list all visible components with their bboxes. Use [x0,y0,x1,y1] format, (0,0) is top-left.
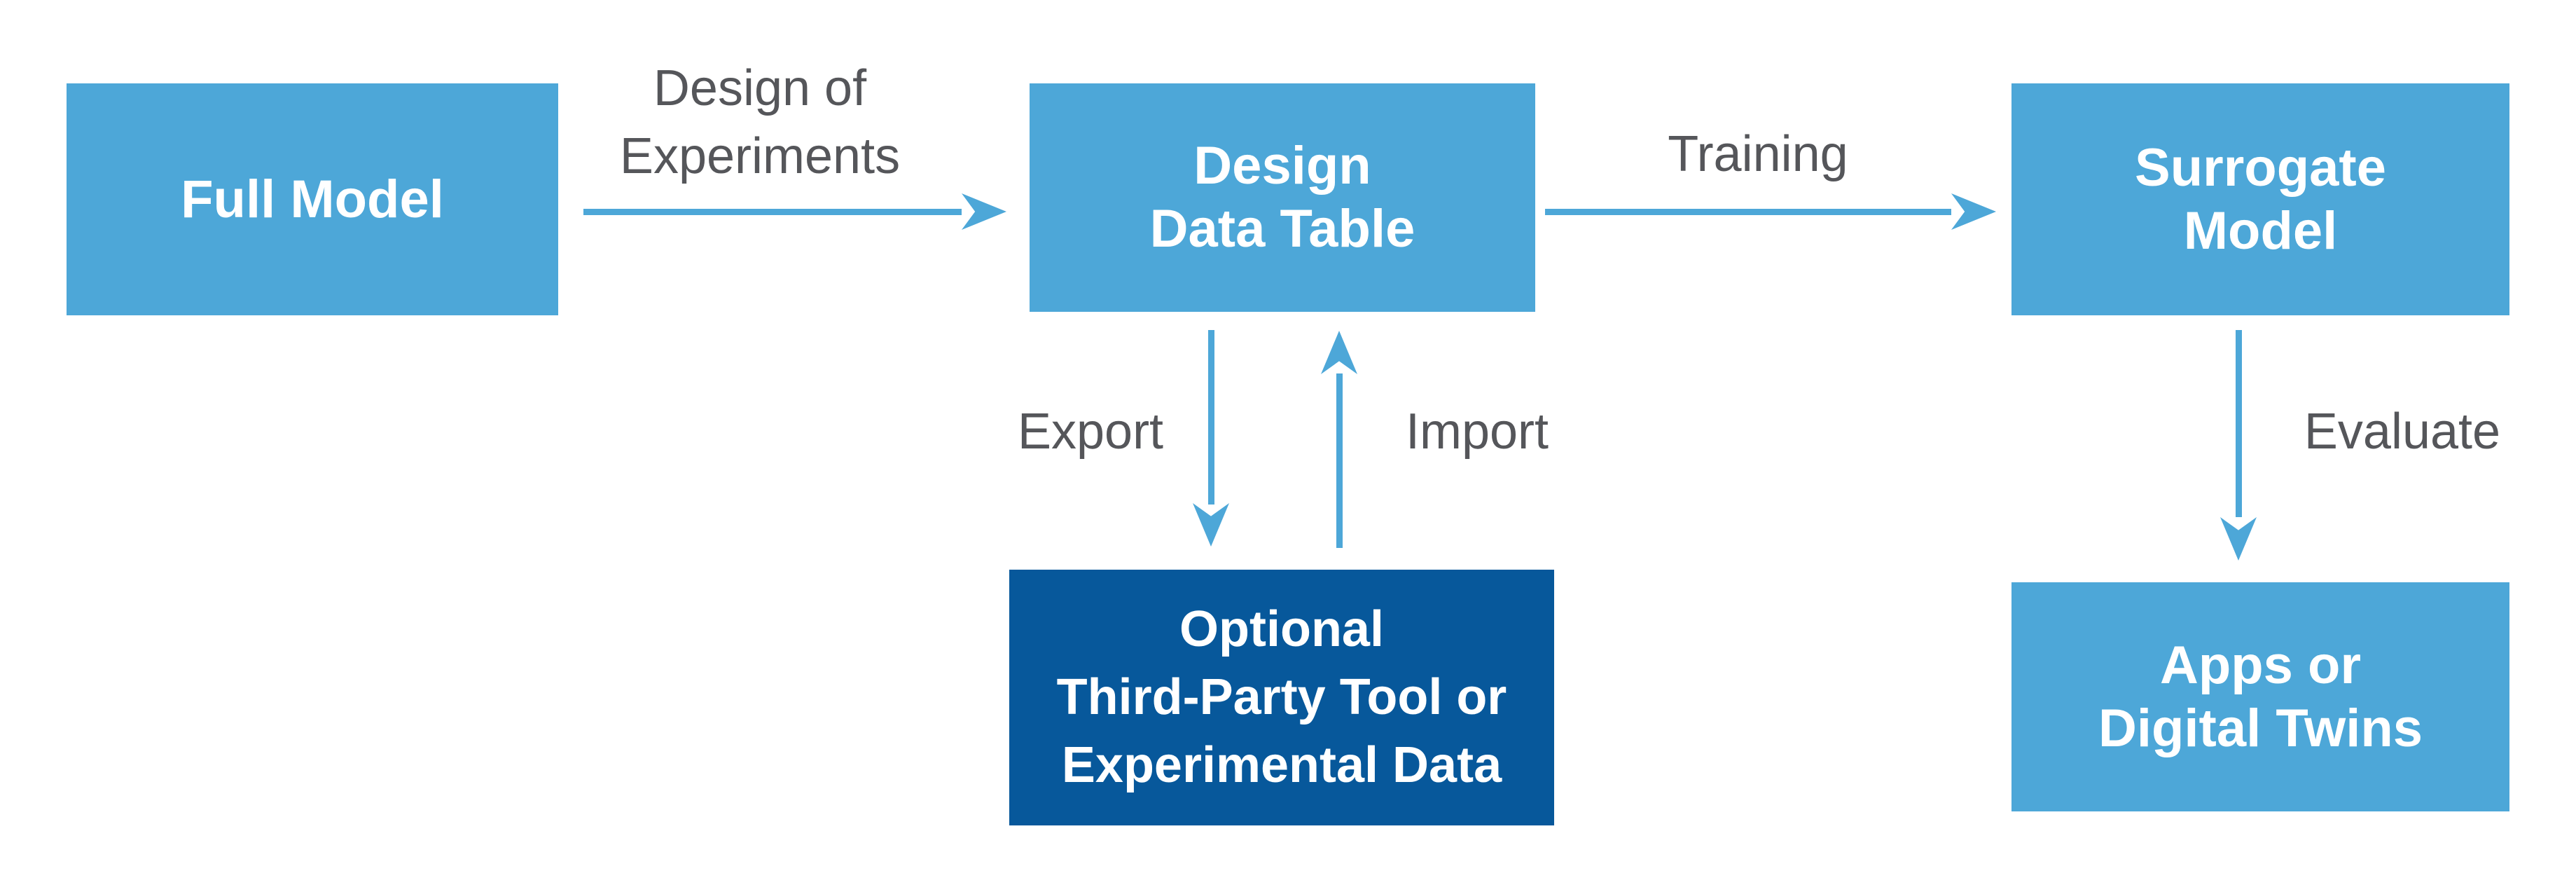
design-of-experiments-label-line2: Experiments [619,128,901,184]
training-arrow-line [1545,209,1951,215]
evaluate-arrow-line [2236,330,2242,517]
full-model-box: Full Model [67,83,558,315]
design-data-table-box: Design Data Table [1030,83,1535,312]
doe-arrow-head-icon [962,193,1006,230]
import-arrow-head-icon [1321,331,1357,374]
evaluate-arrow-head-icon [2220,517,2257,561]
surrogate-model-label-line2: Model [2183,200,2338,261]
design-of-experiments-label: Design of Experiments [585,55,935,191]
design-data-table-label-line1: Design [1193,136,1371,195]
apps-digital-twins-box: Apps or Digital Twins [2011,582,2509,811]
third-party-label-line3: Experimental Data [1061,737,1502,793]
export-arrow-head-icon [1193,503,1229,547]
surrogate-model-box: Surrogate Model [2011,83,2509,315]
apps-twins-label-line1: Apps or [2159,635,2362,695]
training-label: Training [1668,126,1848,182]
third-party-label-line2: Third-Party Tool or [1056,669,1507,725]
third-party-label-line1: Optional [1179,601,1384,657]
full-model-label: Full Model [181,169,444,229]
third-party-tool-box: Optional Third-Party Tool or Experimenta… [1009,570,1554,825]
evaluate-label: Evaluate [2304,404,2501,460]
import-label: Import [1405,404,1549,460]
import-arrow-line [1336,373,1343,548]
export-arrow-line [1208,330,1214,505]
design-data-table-label-line2: Data Table [1149,199,1415,259]
surrogate-model-label-line1: Surrogate [2135,137,2386,198]
doe-arrow-line [583,209,962,215]
export-label: Export [1017,404,1164,460]
training-arrow-head-icon [1951,193,1996,230]
apps-twins-label-line2: Digital Twins [2098,698,2423,758]
design-of-experiments-label-line1: Design of [653,60,867,116]
